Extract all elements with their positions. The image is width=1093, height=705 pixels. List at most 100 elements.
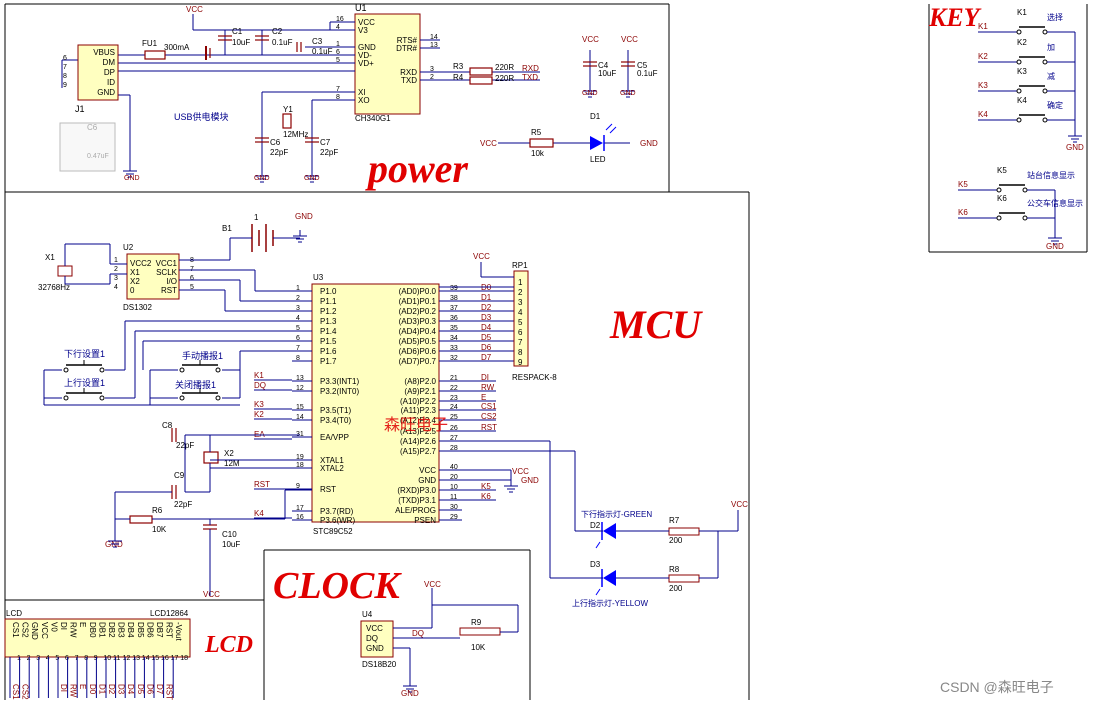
mcu-section: U3 STC89C52 P1.01P1.12P1.23P1.34P1.45P1.…: [38, 212, 748, 608]
r7-body: [668, 527, 700, 536]
u2-pin-name: 0: [130, 286, 135, 295]
lcd-pin-name: GND: [30, 622, 39, 640]
rp1-pin-num: 5: [518, 318, 523, 327]
lcd-pin-name: -Vout: [174, 622, 183, 641]
u1-pin-num: 5: [336, 57, 340, 64]
power-wires: [61, 14, 630, 170]
mcu-left-pin-name: P1.3: [320, 317, 337, 326]
key-label: 选择: [1047, 12, 1063, 22]
u1-pin-name: XI: [358, 88, 366, 97]
gnd-label: GND: [304, 175, 320, 182]
lcd-pin-num: 3: [36, 655, 40, 662]
mcu-right-pin-num: 27: [450, 435, 458, 442]
b1-value: 1: [254, 213, 259, 222]
mcu-left-pin-num: 9: [296, 483, 300, 490]
mcu-left-pin-num: 2: [296, 295, 300, 302]
section-title-mcu: MCU: [609, 302, 703, 347]
battery-icon: [251, 224, 274, 252]
section-title-clock: CLOCK: [273, 565, 402, 607]
key-ref: K5: [997, 166, 1007, 175]
mcu-left-pin-name: P1.0: [320, 287, 337, 296]
u1-pin-num: 1: [336, 41, 340, 48]
lcd-pins: CS11CS1CS22CS2GND3VCC4V05DI6DIR/W7RWE8ED…: [9, 622, 188, 700]
lcd-pin-net: D6: [145, 684, 154, 695]
j1-pin-num: 7: [63, 64, 67, 71]
mcu-right-pin-name: (A8)P2.0: [404, 377, 436, 386]
j1-pin-num: 8: [63, 73, 67, 80]
r4-value: 220R: [495, 74, 514, 83]
rp1-pin-num: 3: [518, 298, 523, 307]
respack-rp1: [513, 270, 529, 367]
x1-crystal: [57, 265, 73, 277]
u2-pin-num: 5: [190, 284, 194, 291]
u4-pin-name: GND: [366, 644, 384, 653]
mcu-right-pin-name: GND: [418, 476, 436, 485]
mcu-right-pin-num: 39: [450, 285, 458, 292]
mcu-right-pin-name: (AD3)P0.3: [399, 317, 437, 326]
r8-value: 200: [669, 584, 683, 593]
u2-pin-name: VCC2: [130, 259, 152, 268]
lcd-pin-name: DB5: [136, 622, 145, 638]
key-contact: [1042, 117, 1048, 123]
mcu-left-pin-num: 4: [296, 315, 300, 322]
switch-contact: [215, 395, 221, 401]
mcu-right-pin-name: (A11)P2.3: [401, 406, 437, 415]
gnd-label: GND: [582, 90, 598, 97]
mcu-left-net: RST: [254, 480, 270, 489]
mcu-right-net: E: [481, 393, 486, 402]
lcd-pin-name: DI: [59, 622, 68, 630]
rp1-pin-num: 2: [518, 288, 523, 297]
watermark: CSDN @森旺电子: [940, 679, 1054, 695]
mcu-left-pin-name: P1.6: [320, 347, 337, 356]
mcu-left-net: K2: [254, 410, 264, 419]
key-label: 确定: [1047, 100, 1063, 110]
c7-ref: C7: [320, 138, 331, 147]
mcu-right-pin-name: (AD1)P0.1: [399, 297, 437, 306]
rp1-part: RESPACK-8: [512, 373, 557, 382]
u2-pin-name: SCLK: [156, 268, 178, 277]
vcc-label-c5: VCC: [621, 35, 638, 44]
lcd-pin-name: DB1: [97, 622, 106, 638]
c6-ref: C6: [270, 138, 281, 147]
lcd-pin-num: 15: [151, 655, 159, 662]
mcu-right-net: D4: [481, 323, 492, 332]
mcu-left-pin-name: P3.5(T1): [320, 406, 351, 415]
key-label: 加: [1047, 42, 1055, 52]
key-contact: [1022, 215, 1028, 221]
mcu-right-net: RW: [481, 383, 495, 392]
lcd-pin-num: 1: [17, 655, 21, 662]
mcu-left-pin-name: P1.4: [320, 327, 337, 336]
mcu-right-pin-num: 32: [450, 355, 458, 362]
mcu-left-pin-num: 3: [296, 305, 300, 312]
ghost-cap-ref: C6: [87, 123, 98, 132]
u1-pin-num: 13: [430, 42, 438, 49]
lcd-pin-name: CS1: [11, 622, 20, 638]
switch-contact: [215, 367, 221, 373]
mcu-left-pin-name: P1.5: [320, 337, 337, 346]
key-net-label: K1: [978, 22, 988, 31]
key-ref: K3: [1017, 67, 1027, 76]
mcu-right-pin-num: 40: [450, 464, 458, 471]
ghost-cap-value: 0.47uF: [87, 153, 109, 160]
lcd-pin-net: D5: [136, 684, 145, 695]
mcu-right-pin-num: 23: [450, 395, 458, 402]
key-ref: K2: [1017, 38, 1027, 47]
r7-value: 200: [669, 536, 683, 545]
mcu-right-net: CS2: [481, 412, 497, 421]
mcu-left-pin-num: 19: [296, 454, 304, 461]
lcd-pin-name: RST: [165, 622, 174, 638]
mcu-left-pin-name: RST: [320, 485, 336, 494]
r9-body: [459, 627, 501, 636]
lcd-pin-net: D2: [107, 684, 116, 695]
ds1302-chip: [126, 253, 180, 300]
mcu-left-pin-num: 15: [296, 404, 304, 411]
r6-ref: R6: [152, 506, 163, 515]
x1-value: 32768Hz: [38, 283, 70, 292]
r3-value: 220R: [495, 63, 514, 72]
key-net-label: K4: [978, 110, 988, 119]
x2-ref: X2: [224, 449, 234, 458]
lcd-pin-num: 5: [55, 655, 59, 662]
